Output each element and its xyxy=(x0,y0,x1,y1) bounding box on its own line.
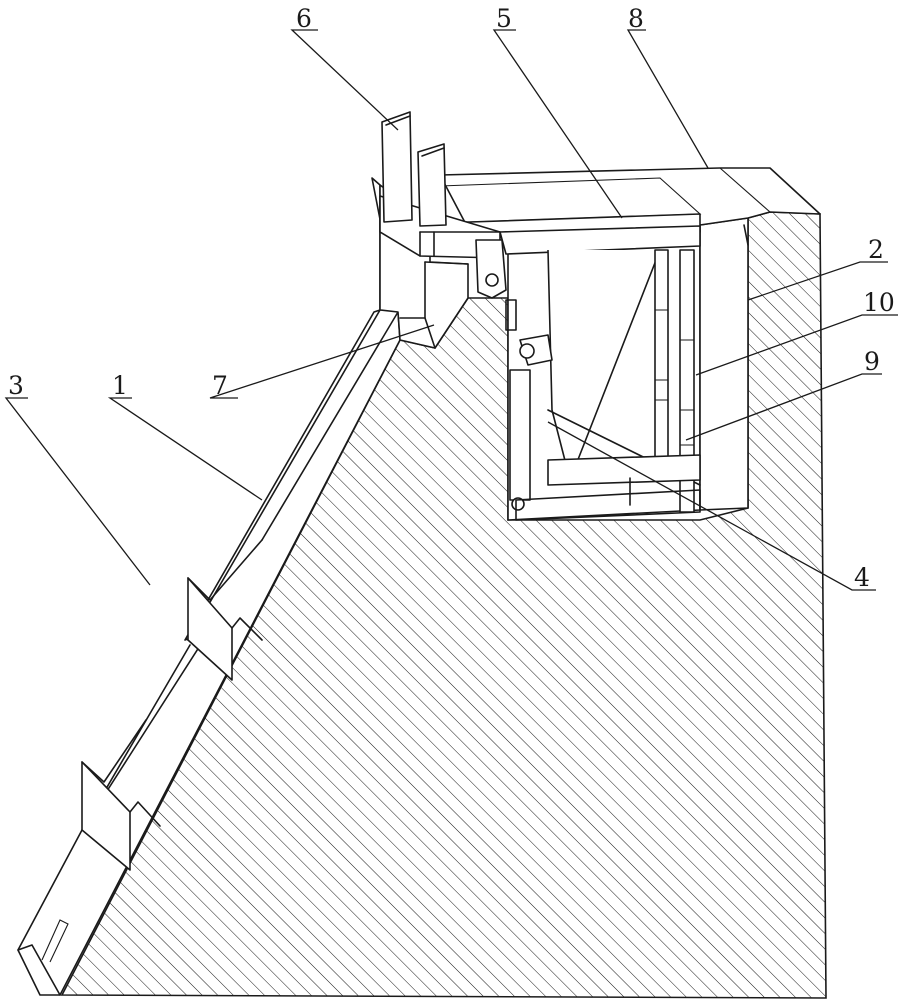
label-4: 4 xyxy=(854,563,870,592)
label-9: 9 xyxy=(864,347,880,376)
label-10: 10 xyxy=(863,288,895,317)
label-8: 8 xyxy=(628,4,644,33)
label-2: 2 xyxy=(868,235,884,264)
label-7: 7 xyxy=(212,371,228,400)
label-6: 6 xyxy=(296,4,312,33)
hinge-bracket xyxy=(476,240,506,298)
label-5: 5 xyxy=(496,4,512,33)
vertical-rod xyxy=(655,250,668,470)
hydraulic-cylinder xyxy=(510,370,530,500)
hinge-pin xyxy=(486,274,498,286)
pit-right-wall xyxy=(700,218,748,510)
label-3: 3 xyxy=(8,371,24,400)
label-1: 1 xyxy=(112,371,128,400)
bottom-frame xyxy=(548,455,700,485)
